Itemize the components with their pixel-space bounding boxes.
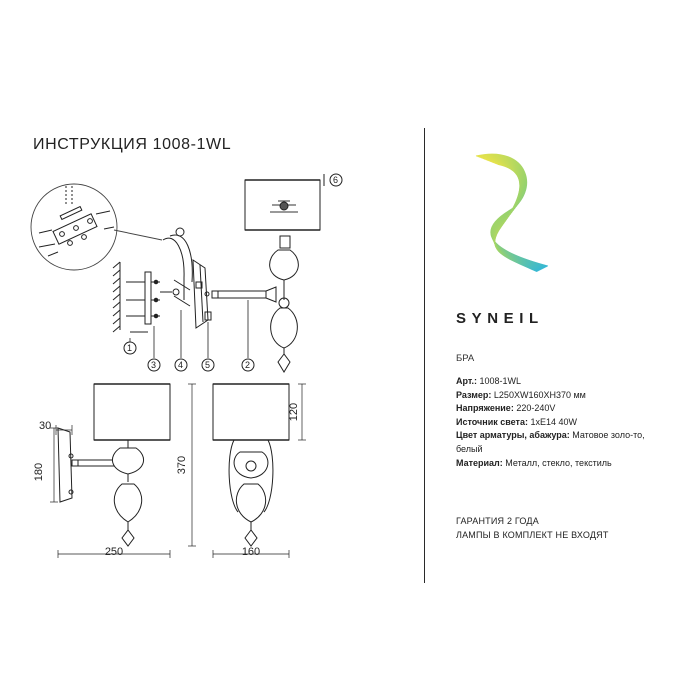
front-view — [212, 383, 290, 547]
dimension-lines — [50, 383, 306, 558]
callout-3: 3 — [151, 360, 156, 370]
callout-5: 5 — [205, 360, 210, 370]
callout-leaders — [129, 300, 249, 358]
dim-depth-30: 30 — [39, 420, 51, 432]
warranty-note: ГАРАНТИЯ 2 ГОДА — [456, 516, 539, 526]
spec-row: Цвет арматуры, абажура: Матовое золо-то,… — [456, 430, 645, 454]
bracket-arms — [160, 227, 193, 307]
wall-hatch — [112, 261, 121, 333]
dim-shade-120: 120 — [288, 403, 300, 421]
notes: ГАРАНТИЯ 2 ГОДА ЛАМПЫ В КОМПЛЕКТ НЕ ВХОД… — [456, 515, 609, 542]
callout-1: 1 — [127, 343, 132, 353]
wall-plate-side — [192, 259, 212, 329]
spec-list: Арт.: 1008-1WL Размер: L250XW160XH370 мм… — [456, 375, 666, 470]
callout-6: 6 — [333, 175, 338, 185]
spec-row: Напряжение: 220-240V — [456, 403, 556, 414]
mounting-detail-circle — [30, 183, 118, 271]
assembly-drawing: 1 3 4 5 2 6 — [30, 173, 343, 558]
product-type: БРА — [456, 353, 475, 364]
callout-2: 2 — [245, 360, 250, 370]
dim-height-180: 180 — [33, 463, 45, 481]
arm — [211, 286, 277, 303]
spec-row: Материал: Металл, стекло, текстиль — [456, 457, 612, 468]
callout-4: 4 — [178, 360, 183, 370]
dim-width-160: 160 — [242, 546, 260, 558]
spec-row: Источник света: 1xE14 40W — [456, 416, 577, 427]
side-view — [57, 383, 171, 547]
lamp-body-exploded — [244, 179, 321, 373]
mounting-bar — [126, 271, 160, 333]
wave-s-logo — [475, 153, 549, 273]
document-title: ИНСТРУКЦИЯ 1008-1WL — [33, 136, 232, 153]
dim-length-250: 250 — [105, 546, 123, 558]
lamps-note: ЛАМПЫ В КОМПЛЕКТ НЕ ВХОДЯТ — [456, 529, 609, 540]
dim-height-370: 370 — [176, 456, 188, 474]
spec-row: Арт.: 1008-1WL — [456, 376, 522, 386]
vertical-divider — [424, 128, 425, 583]
brand-name: SYNEIL — [456, 310, 544, 327]
spec-row: Размер: L250XW160XH370 мм — [456, 389, 586, 400]
